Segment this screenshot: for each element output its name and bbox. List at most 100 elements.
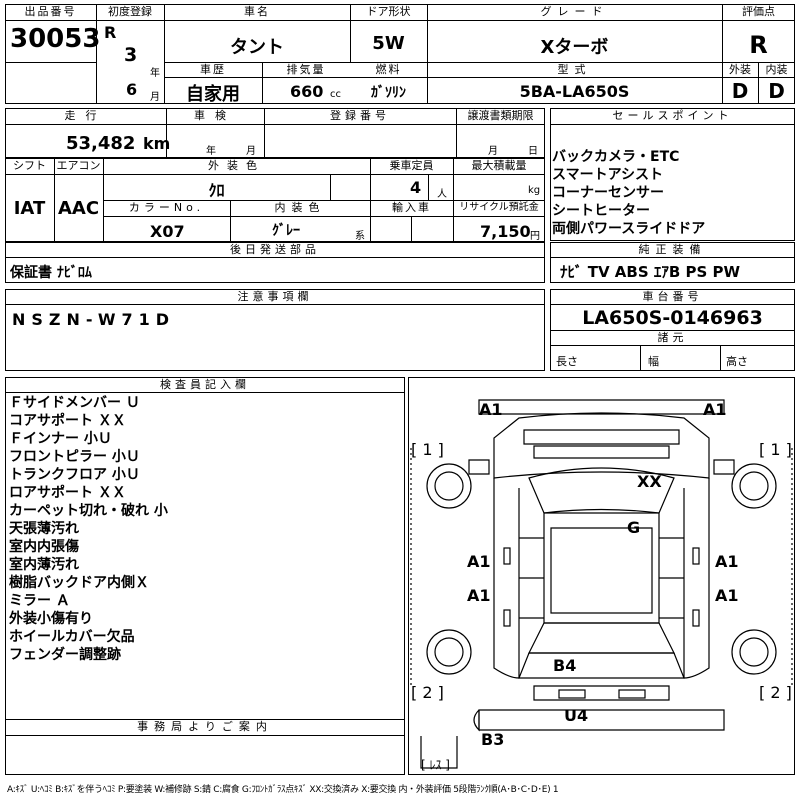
inspector-line: ロアサポート ＸＸ — [9, 485, 126, 501]
wheel-label: [ 2 ] — [759, 683, 792, 702]
damage-label: A1 — [703, 400, 727, 419]
inspector-line: Ｆサイドメンバー Ｕ — [9, 395, 140, 411]
grade-value: Xターボ — [540, 37, 609, 58]
damage-label: A1 — [715, 586, 739, 605]
office-header: 事務局よりご案内 — [137, 720, 273, 733]
lot-number: 30053 — [10, 24, 101, 54]
damage-label: A1 — [479, 400, 503, 419]
history-header: 車歴 — [200, 63, 226, 76]
int-color-value: ｸﾞﾚｰ — [272, 223, 300, 239]
lot-no-header: 出品番号 — [24, 5, 77, 18]
legend-text: A:ｷｽﾞ U:ﾍｺﾐ B:ｷｽﾞを伴うﾍｺﾐ P:要塗装 W:補修跡 S:錆 … — [7, 785, 559, 795]
inspector-line: 天張薄汚れ — [9, 521, 79, 537]
car-name-header: 車名 — [244, 5, 270, 18]
mileage-unit: km — [143, 134, 171, 153]
inspector-line: フロントピラー 小Ｕ — [9, 449, 140, 465]
capacity-value: 4 — [410, 178, 422, 197]
displacement-value: 660 — [290, 82, 324, 101]
inspector-line: 外装小傷有り — [9, 611, 93, 627]
wheel-label: [ 1 ] — [759, 440, 792, 459]
reg-year-unit: 年 — [150, 68, 160, 79]
damage-label: A1 — [467, 552, 491, 571]
door-value: 5W — [372, 33, 405, 54]
reg-month: 6 — [126, 80, 138, 99]
spare-label: [ ﾚｽ ] — [421, 758, 450, 772]
wheel-label: [ 1 ] — [411, 440, 444, 459]
inspector-line: 室内内張傷 — [9, 539, 79, 555]
mileage-header: 走行 — [64, 109, 107, 122]
genuine-value: ﾅﾋﾞ TV ABS ｴｱB PS PW — [560, 263, 741, 281]
color-no-header: カラーNo. — [128, 201, 205, 214]
notes-header: 注意事項欄 — [237, 290, 313, 303]
dim-length-label: 長さ — [556, 355, 578, 368]
inspector-line: ホイールカバー欠品 — [9, 629, 135, 645]
genuine-block — [550, 242, 795, 283]
color-no-value: X07 — [150, 222, 185, 241]
chassis-value: LA650S-0146963 — [582, 307, 763, 329]
reg-no-header: 登録番号 — [330, 109, 390, 122]
sales-points-list: バックカメラ・ETC スマートアシスト コーナーセンサー シートヒーター 両側パ… — [552, 148, 792, 238]
inspector-block — [5, 377, 405, 775]
interior-grade: D — [768, 79, 785, 103]
transfer-header: 譲渡書類期限 — [467, 109, 534, 122]
inspector-line: カーペット切れ・破れ 小 — [9, 503, 168, 519]
int-color-header: 内装色 — [274, 201, 326, 214]
score-value: R — [749, 31, 768, 59]
genuine-header: 純正装備 — [638, 243, 707, 256]
capacity-unit: 人 — [437, 189, 447, 200]
insp-year-unit: 年 — [206, 146, 216, 157]
insp-month-unit: 月 — [246, 146, 256, 157]
dimensions-header: 諸元 — [657, 331, 688, 344]
car-name-value: タント — [230, 37, 284, 58]
ext-color-header: 外装色 — [208, 159, 265, 172]
car-diagram: A1 A1 [ 1 ] [ 1 ] XX G A1 A1 A1 A1 B4 [ … — [408, 377, 795, 775]
reg-year: 3 — [124, 44, 138, 66]
model-code-value: 5BA-LA650S — [519, 82, 630, 101]
notes-value: NSZN-W71D — [12, 310, 176, 329]
sales-point-item: 両側パワースライドドア — [552, 221, 706, 237]
max-load-header: 最大積載量 — [471, 159, 527, 172]
recycle-value: 7,150 — [480, 222, 531, 241]
inspector-line: 室内薄汚れ — [9, 557, 79, 573]
door-header: ドア形状 — [366, 5, 411, 18]
inspector-line: 樹脂バックドア内側Ｘ — [9, 575, 149, 591]
displacement-unit: cc — [330, 89, 341, 100]
fuel-header: 燃料 — [375, 63, 402, 76]
interior-header: 内装 — [765, 63, 788, 76]
damage-label: A1 — [467, 586, 491, 605]
score-header: 評価点 — [742, 5, 775, 18]
sales-point-item: コーナーセンサー — [552, 185, 664, 201]
dim-height-label: 高さ — [726, 355, 748, 368]
exterior-header: 外装 — [729, 63, 751, 76]
transfer-month-unit: 月 — [488, 146, 498, 157]
damage-label: B3 — [481, 730, 505, 749]
recycle-header: リサイクル預託金 — [459, 202, 539, 213]
inspector-header: 検査員記入欄 — [160, 378, 250, 391]
displacement-header: 排気量 — [286, 63, 326, 76]
history-value: 自家用 — [186, 84, 240, 105]
first-reg-header: 初度登録 — [108, 5, 152, 18]
exterior-grade: D — [731, 79, 749, 103]
sales-point-item: バックカメラ・ETC — [552, 149, 680, 165]
max-load-unit: kg — [528, 185, 541, 196]
era-value: R — [104, 23, 117, 42]
mileage-value: 53,482 — [66, 133, 136, 154]
damage-label: A1 — [715, 552, 739, 571]
damage-label: G — [627, 518, 641, 537]
dim-width-label: 幅 — [648, 355, 659, 368]
mileage-block — [5, 108, 545, 158]
sales-points-header: セールスポイント — [612, 109, 733, 122]
aircon-value: AAC — [57, 198, 100, 219]
import-header: 輸入車 — [392, 201, 431, 214]
inspector-line: ミラー Ａ — [9, 593, 70, 609]
car-outline-icon — [410, 399, 793, 769]
inspector-line: Ｆインナー 小Ｕ — [9, 431, 112, 447]
later-parts-value: 保証書 ﾅﾋﾞﾛﾑ — [10, 265, 92, 281]
inspector-line: フェンダー調整跡 — [9, 647, 121, 663]
chassis-header: 車台番号 — [642, 290, 703, 303]
wheel-label: [ 2 ] — [411, 683, 444, 702]
inspector-line: コアサポート ＸＸ — [9, 413, 126, 429]
notes-block — [5, 289, 545, 371]
shift-value: IAT — [13, 198, 46, 219]
reg-month-unit: 月 — [150, 92, 160, 103]
